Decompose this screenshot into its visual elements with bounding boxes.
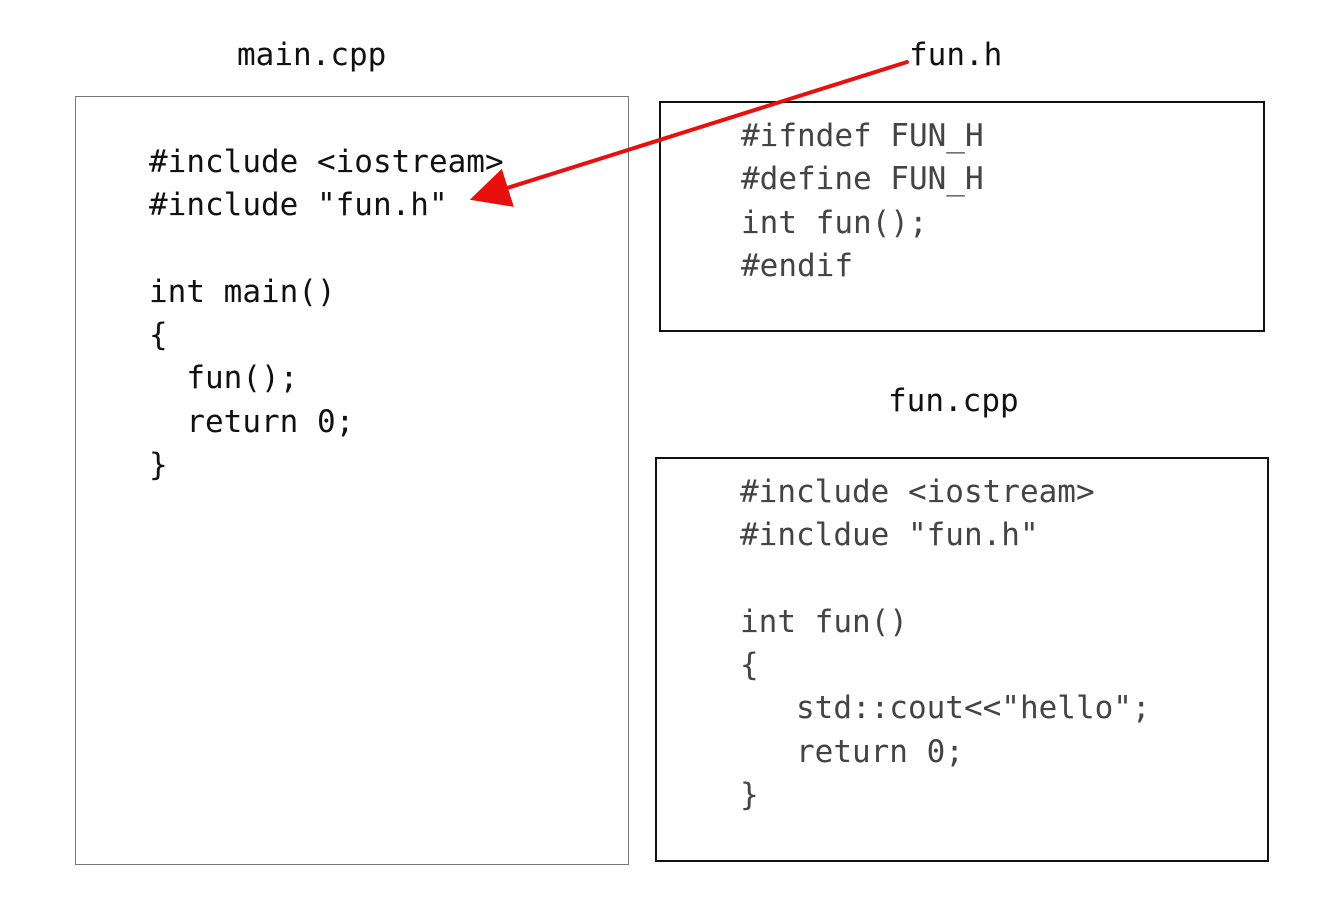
main-cpp-box [75,96,629,865]
fun-h-code: #ifndef FUN_H #define FUN_H int fun(); #… [741,118,984,284]
main-cpp-title: main.cpp [237,37,387,73]
fun-h-title: fun.h [909,37,1003,73]
fun-cpp-code: #include <iostream> #incldue "fun.h" int… [740,474,1151,814]
fun-cpp-box [655,457,1269,862]
fun-cpp-title: fun.cpp [888,383,1019,419]
main-cpp-code: #include <iostream> #include "fun.h" int… [149,144,504,484]
